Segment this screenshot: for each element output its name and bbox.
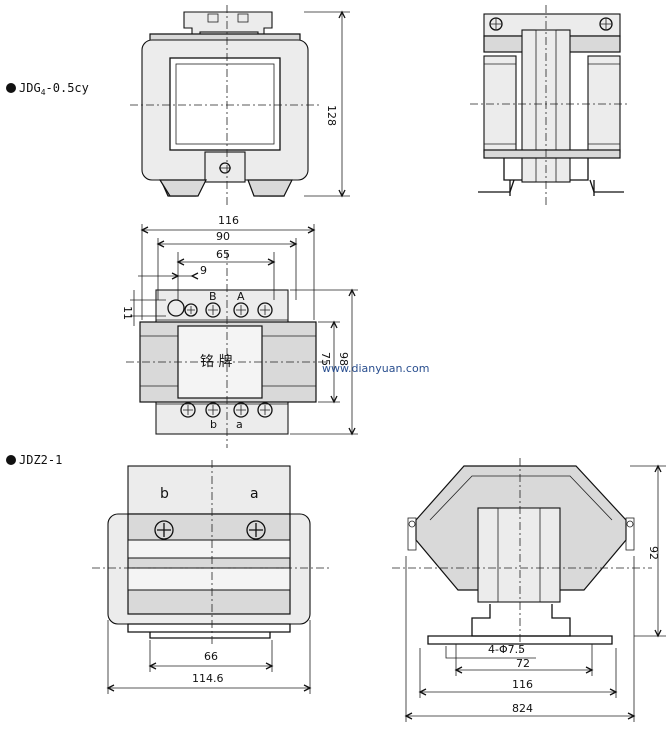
svg-text:B: B bbox=[209, 290, 217, 303]
model-label-jdg: JDG4-0.5cy bbox=[6, 81, 89, 97]
terminal-a-label: a bbox=[250, 486, 259, 502]
dim-98: 98 bbox=[337, 352, 350, 366]
dim-66: 66 bbox=[204, 650, 218, 663]
dim-90: 90 bbox=[216, 230, 230, 243]
dim-11: 11 bbox=[121, 306, 134, 320]
jdz-side-view: 92 4-Φ7.5 72 116 824 bbox=[392, 458, 666, 722]
jdg-front-view: 128 bbox=[130, 5, 350, 205]
dim-114-6: 114.6 bbox=[192, 672, 224, 685]
svg-text:a: a bbox=[236, 418, 243, 431]
svg-text:JDZ2-1: JDZ2-1 bbox=[19, 453, 62, 467]
dim-65: 65 bbox=[216, 248, 230, 261]
svg-text:b: b bbox=[210, 418, 217, 431]
model-label-jdz: JDZ2-1 bbox=[6, 453, 62, 467]
jdz-front-view: b a 66 114.6 bbox=[92, 460, 330, 694]
nameplate-text: 铭 牌 bbox=[200, 353, 232, 370]
dim-4phi: 4-Φ7.5 bbox=[488, 643, 525, 656]
dim-72: 72 bbox=[516, 657, 530, 670]
dim-824: 824 bbox=[512, 702, 533, 715]
dim-75: 75 bbox=[319, 352, 332, 366]
terminal-b-label: b bbox=[160, 486, 169, 502]
dim-128: 128 bbox=[325, 105, 338, 126]
watermark: www.dianyuan.com bbox=[322, 362, 429, 375]
dim-9: 9 bbox=[200, 264, 207, 277]
svg-text:JDG4-0.5cy: JDG4-0.5cy bbox=[19, 81, 89, 97]
svg-text:A: A bbox=[237, 290, 245, 303]
dim-116-bottom: 116 bbox=[512, 678, 533, 691]
dim-116-top: 116 bbox=[218, 214, 239, 227]
dim-92: 92 bbox=[647, 546, 660, 560]
jdg-side-view bbox=[470, 5, 630, 205]
jdg-top-view: 铭 牌 B A b a 116 90 65 9 bbox=[121, 214, 358, 448]
